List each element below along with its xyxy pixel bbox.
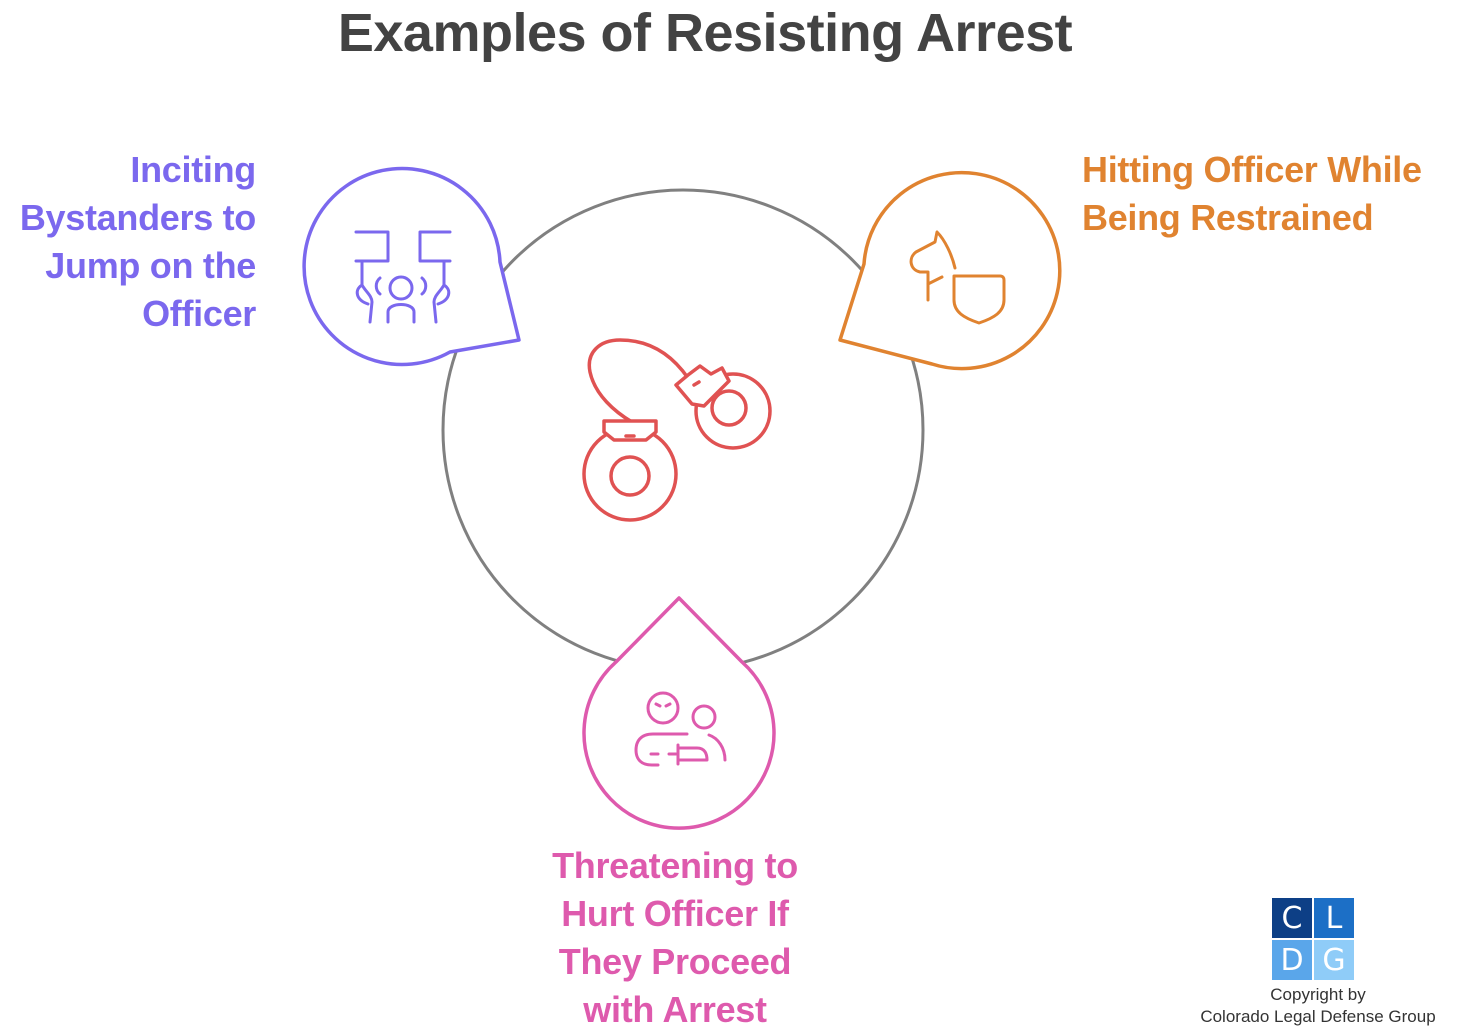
protest-crowd-icon	[354, 230, 452, 324]
bubble-top-right	[838, 170, 1062, 371]
label-hitting-officer: Hitting Officer While Being Restrained	[1082, 146, 1460, 242]
label-line: Officer	[142, 293, 256, 334]
label-line: Hurt Officer If	[561, 893, 789, 934]
logo-cell-g: G	[1314, 940, 1354, 980]
label-line: Being Restrained	[1082, 197, 1374, 238]
copyright-line-1: Copyright by	[1270, 985, 1366, 1004]
label-line: They Proceed	[558, 941, 792, 982]
label-inciting-bystanders: Inciting Bystanders to Jump on the Offic…	[0, 146, 256, 338]
bubble-bottom	[582, 596, 776, 830]
logo-cell-d: D	[1272, 940, 1312, 980]
label-line: Inciting	[130, 149, 256, 190]
copyright-notice: Copyright by Colorado Legal Defense Grou…	[1180, 984, 1456, 1028]
bubble-top-left	[302, 166, 521, 367]
label-line: Threatening to	[552, 845, 798, 886]
label-line: Bystanders to	[19, 197, 256, 238]
handcuffs-icon	[582, 338, 772, 522]
page-title: Examples of Resisting Arrest	[337, 3, 1073, 63]
copyright-line-2: Colorado Legal Defense Group	[1200, 1007, 1436, 1026]
label-line: Hitting Officer While	[1082, 149, 1422, 190]
label-threatening: Threatening to Hurt Officer If They Proc…	[520, 842, 830, 1034]
logo-cell-c: C	[1272, 898, 1312, 938]
threatening-person-icon	[634, 691, 727, 767]
cldg-logo: C L D G	[1272, 898, 1354, 980]
label-line: with Arrest	[583, 989, 767, 1030]
head-shield-icon	[909, 230, 1006, 325]
label-line: Jump on the	[45, 245, 256, 286]
logo-cell-l: L	[1314, 898, 1354, 938]
center-ring	[441, 188, 925, 672]
